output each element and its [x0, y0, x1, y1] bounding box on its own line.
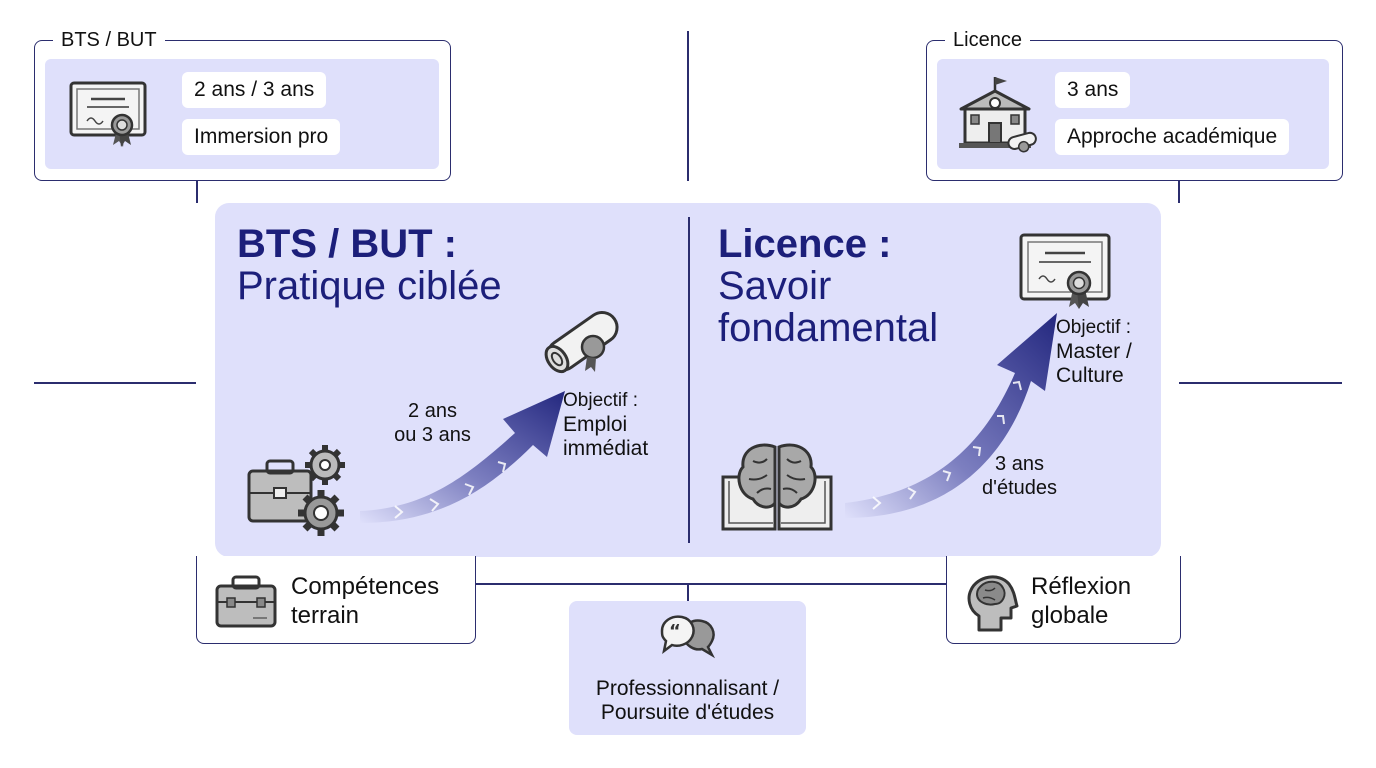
panel-divider [688, 217, 690, 543]
bts-progress-arrow [360, 391, 565, 523]
reflexion-box: Réflexion globale [946, 556, 1181, 644]
connector-line [1179, 382, 1342, 384]
bts-subheading: Pratique ciblée [237, 264, 502, 308]
bts-legend-title: BTS / BUT [53, 28, 165, 52]
bts-legend-inner: 2 ans / 3 ans Immersion pro [45, 59, 439, 169]
bts-feature-pill: Immersion pro [182, 119, 341, 155]
diploma-scroll-icon [544, 310, 619, 374]
toolbox-icon [215, 575, 277, 628]
briefcase-gears-icon [247, 445, 345, 536]
university-building-icon [959, 77, 1037, 153]
licence-feature-pill: Approche académique [1055, 119, 1290, 155]
connector-line [1178, 180, 1180, 203]
licence-heading: Licence : [718, 222, 892, 266]
outcome-line1: Professionnalisant / [595, 677, 780, 700]
licence-duration-label: 3 ans d'études [982, 453, 1057, 499]
bts-duration-pill: 2 ans / 3 ans [182, 72, 327, 108]
bts-duration-label: 2 ans ou 3 ans [394, 400, 471, 446]
outcome-line2: Poursuite d'études [600, 701, 775, 724]
book-brain-icon [721, 443, 833, 531]
outcome-box: “ Professionnalisant / Poursuite d'étude… [569, 601, 806, 735]
competences-box: Compétences terrain [196, 556, 476, 644]
bts-objective-label: Objectif : Emploi immédiat [563, 390, 649, 460]
head-brain-icon [967, 575, 1019, 632]
licence-progress-arrow [845, 313, 1057, 518]
connector-line [474, 583, 948, 585]
competences-text: Compétences terrain [291, 573, 440, 629]
connector-line [687, 31, 689, 181]
licence-objective-label: Objectif : Master / Culture [1056, 317, 1132, 387]
connector-line [34, 382, 196, 384]
comparison-panel: BTS / BUT : Pratique ciblée [215, 203, 1161, 557]
speech-bubbles-icon: “ [660, 615, 716, 659]
licence-legend-title: Licence [945, 28, 1030, 52]
bts-heading: BTS / BUT : [237, 222, 457, 266]
reflexion-text: Réflexion globale [1031, 573, 1132, 629]
diploma-certificate-icon [69, 81, 147, 147]
connector-line [687, 583, 689, 601]
svg-text:“: “ [669, 621, 681, 642]
licence-legend-inner: 3 ans Approche académique [937, 59, 1329, 169]
licence-duration-pill: 3 ans [1055, 72, 1131, 108]
certificate-icon [1019, 233, 1111, 309]
licence-subheading-line2: fondamental [718, 306, 939, 350]
licence-subheading-line1: Savoir [718, 264, 832, 308]
bts-legend-box: BTS / BUT 2 ans / 3 ans Immersion pro [34, 28, 451, 181]
connector-line [196, 180, 198, 203]
licence-legend-box: Licence 3 ans Approche académique [926, 28, 1343, 181]
